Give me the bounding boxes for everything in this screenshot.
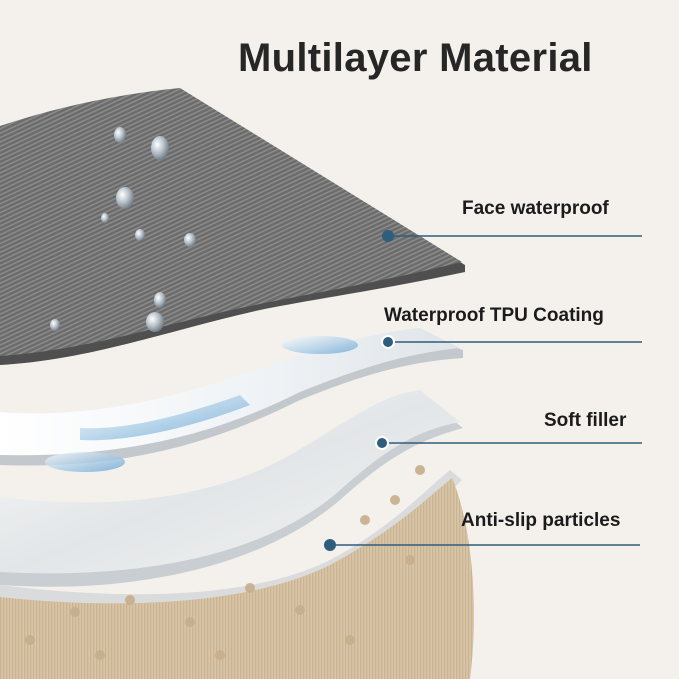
- leader-dot-2: [381, 335, 395, 349]
- leader-lines: [324, 230, 642, 551]
- gray-fabric-layer: [0, 88, 465, 365]
- leader-dot-4: [324, 539, 336, 551]
- leader-dot-1: [382, 230, 394, 242]
- label-soft-filler: Soft filler: [544, 410, 627, 431]
- label-anti-slip: Anti-slip particles: [461, 510, 621, 531]
- leader-dot-3: [375, 436, 389, 450]
- water-droplets: [50, 127, 196, 332]
- page-title: Multilayer Material: [238, 36, 593, 80]
- label-face-waterproof: Face waterproof: [462, 198, 609, 219]
- label-tpu-coating: Waterproof TPU Coating: [384, 305, 604, 326]
- clear-tpu-layer: [0, 328, 463, 472]
- white-filler-layer: [0, 390, 463, 587]
